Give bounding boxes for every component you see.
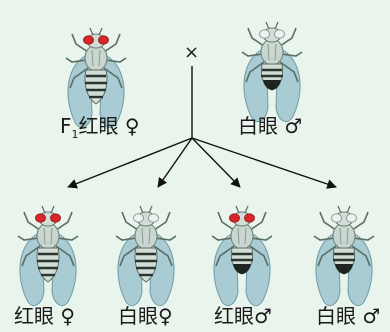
parent-female-label: F1红眼 ♀ <box>60 110 140 141</box>
parent-female-label-text: 红眼 ♀ <box>78 114 140 138</box>
arrow-1 <box>67 137 193 189</box>
offspring-label-2: 白眼♀ <box>118 304 173 328</box>
offspring-label-4: 白眼 ♂ <box>316 304 381 328</box>
parent-male-white-eye-fly <box>241 21 303 123</box>
generation-prefix: F <box>60 114 72 138</box>
offspring-arrows <box>67 66 337 189</box>
offspring-white-eye-male-fly <box>313 205 375 307</box>
cross-symbol: × <box>184 42 200 63</box>
offspring-red-eye-female-fly <box>17 205 79 307</box>
generation-subscript: 1 <box>71 128 79 141</box>
arrow-4 <box>191 137 337 189</box>
offspring-label-3: 红眼♂ <box>214 304 272 328</box>
arrow-2 <box>157 137 193 188</box>
offspring-red-eye-male-fly <box>211 205 273 307</box>
offspring-label-1: 红眼 ♀ <box>14 304 76 328</box>
arrow-3 <box>191 137 241 188</box>
offspring-white-eye-female-fly <box>115 205 177 307</box>
parent-male-label: 白眼 ♂ <box>238 114 303 138</box>
